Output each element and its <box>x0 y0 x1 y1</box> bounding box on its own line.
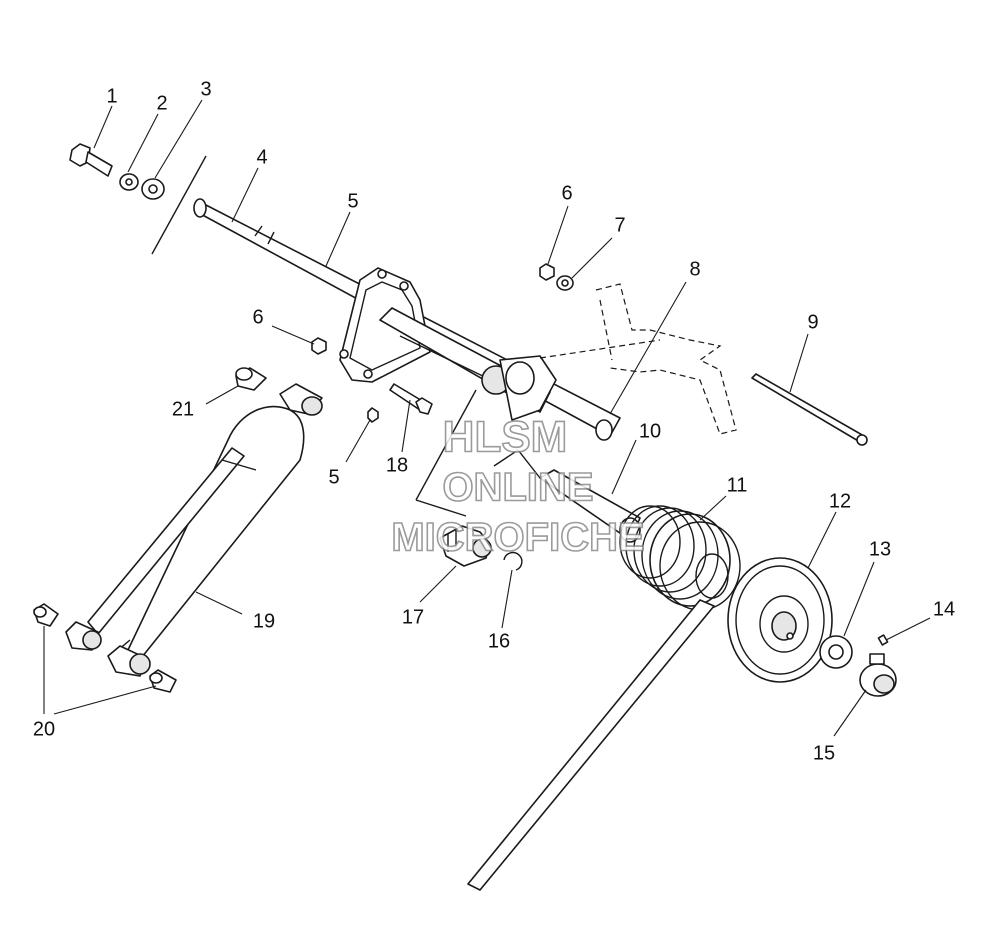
callout-14: 14 <box>933 598 955 620</box>
lock-washer-part <box>119 173 139 191</box>
leader-lines <box>43 99 931 737</box>
bushing-part-21 <box>235 367 267 391</box>
pivot-bracket-part <box>439 525 492 567</box>
assembly-line <box>493 449 541 479</box>
callout-5-lower: 5 <box>328 466 339 488</box>
assembly-line <box>415 389 477 501</box>
watermark-line-2: ONLINE <box>442 466 593 510</box>
callout-18: 18 <box>386 454 408 476</box>
callout-7: 7 <box>614 214 625 236</box>
callout-17: 17 <box>402 606 424 628</box>
watermark-line-3: MICROFICHE <box>391 516 644 560</box>
callout-6-upper: 6 <box>561 182 572 204</box>
retaining-ring-part <box>503 551 523 571</box>
collar-part <box>859 653 897 697</box>
watermark: HLSM ONLINE MICROFICHE <box>391 412 646 561</box>
callout-16: 16 <box>488 630 510 652</box>
bushing-part-20a <box>33 603 59 627</box>
callout-8: 8 <box>689 258 700 280</box>
spring-part <box>467 505 741 891</box>
assembly-line <box>415 499 467 517</box>
frame-outline-phantom <box>539 283 737 435</box>
callout-3: 3 <box>200 78 211 100</box>
axis-line <box>151 155 207 255</box>
arm-tube-part <box>379 307 557 421</box>
sleeve-part <box>539 469 641 543</box>
watermark-line-1: HLSM <box>443 413 568 462</box>
callout-2: 2 <box>156 92 167 114</box>
bushing-part-20b <box>65 621 102 651</box>
callout-19: 19 <box>253 610 275 632</box>
callout-6-lower: 6 <box>252 306 263 328</box>
set-screw-part <box>877 634 889 646</box>
callouts: 1 2 3 4 5 5 6 6 7 8 9 10 11 12 13 14 15 … <box>33 78 955 764</box>
callout-5-upper: 5 <box>347 190 358 212</box>
tension-arm-part <box>87 405 305 663</box>
washer-part-7 <box>556 275 574 291</box>
callout-10: 10 <box>639 420 661 442</box>
callout-12: 12 <box>829 490 851 512</box>
mounting-bracket-part <box>339 267 431 383</box>
nut-part-upper <box>539 263 555 281</box>
callout-4: 4 <box>256 146 267 168</box>
callout-11: 11 <box>727 474 748 496</box>
washer-part-13 <box>819 635 853 669</box>
small-nut-part <box>367 407 379 423</box>
rod-part <box>751 373 868 446</box>
pulley-part <box>727 557 833 683</box>
callout-15: 15 <box>813 742 835 764</box>
hex-bolt-part <box>69 143 113 177</box>
callout-20: 20 <box>33 718 55 740</box>
bushing-part-20c <box>107 645 151 677</box>
callout-1: 1 <box>106 85 117 107</box>
callout-21: 21 <box>172 398 194 420</box>
bolt-part-18 <box>389 383 433 415</box>
nut-part-left <box>311 337 327 355</box>
callout-9: 9 <box>807 311 818 333</box>
callout-13: 13 <box>869 538 891 560</box>
bushing-part-20d <box>149 669 177 693</box>
flat-washer-part <box>141 178 165 200</box>
bushing-part-upper <box>279 383 323 416</box>
